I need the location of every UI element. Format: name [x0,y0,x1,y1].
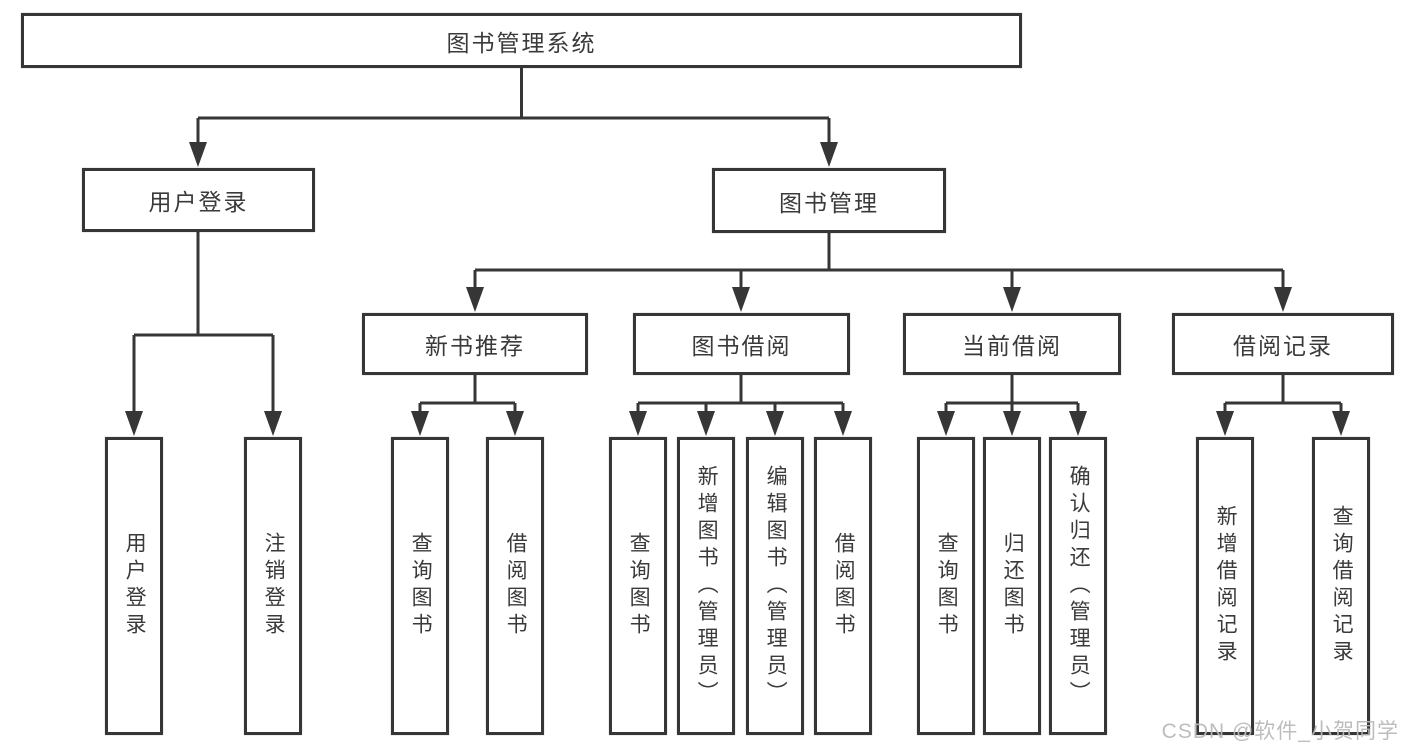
leaf-add-books-admin: 新增图书（管理员） [677,437,735,735]
node-label: 新书推荐 [425,333,525,359]
leaf-edit-books-admin: 编辑图书（管理员） [746,437,804,735]
leaf-borrow-books: 借阅图书 [814,437,872,735]
leaf-label: 查询图书 [627,532,651,640]
node-label: 借阅记录 [1233,333,1333,359]
leaf-return-books: 归还图书 [983,437,1041,735]
node-label: 图书借阅 [691,333,792,359]
node-label: 用户登录 [148,189,249,215]
node-new-book-recommend: 新书推荐 [362,313,588,375]
leaf-label: 查询图书 [409,532,433,640]
node-book-management: 图书管理 [712,168,946,233]
leaf-label: 新增图书（管理员） [695,464,719,708]
leaf-borrow-books-recommend: 借阅图书 [486,437,544,735]
leaf-label: 归还图书 [1001,532,1025,640]
csdn-watermark: CSDN @软件_小贺同学 [1161,720,1399,743]
node-borrow-record: 借阅记录 [1172,313,1394,375]
leaf-label: 查询借阅记录 [1330,505,1354,667]
leaf-label: 新增借阅记录 [1214,505,1238,667]
node-label: 图书管理 [779,189,879,216]
leaf-label: 借阅图书 [832,532,856,640]
node-user-login: 用户登录 [82,168,315,232]
leaf-query-books-borrow: 查询图书 [609,437,667,735]
leaf-label: 查询图书 [935,532,959,640]
leaf-query-books-current: 查询图书 [917,437,975,735]
node-label: 当前借阅 [962,333,1062,359]
leaf-label: 注销登录 [262,532,286,640]
leaf-confirm-return-admin: 确认归还（管理员） [1049,437,1107,735]
leaf-query-books-recommend: 查询图书 [391,437,449,735]
leaf-label: 借阅图书 [504,532,528,640]
leaf-label: 确认归还（管理员） [1067,464,1091,708]
leaf-query-borrow-record: 查询借阅记录 [1312,437,1370,735]
node-system-root: 图书管理系统 [21,13,1022,68]
leaf-label: 用户登录 [123,532,147,640]
leaf-label: 编辑图书（管理员） [764,464,788,708]
node-label: 图书管理系统 [446,29,597,56]
leaf-add-borrow-record: 新增借阅记录 [1196,437,1254,735]
node-current-borrow: 当前借阅 [903,313,1121,375]
node-book-borrow: 图书借阅 [633,313,850,375]
leaf-logout: 注销登录 [244,437,302,735]
leaf-user-login: 用户登录 [105,437,163,735]
